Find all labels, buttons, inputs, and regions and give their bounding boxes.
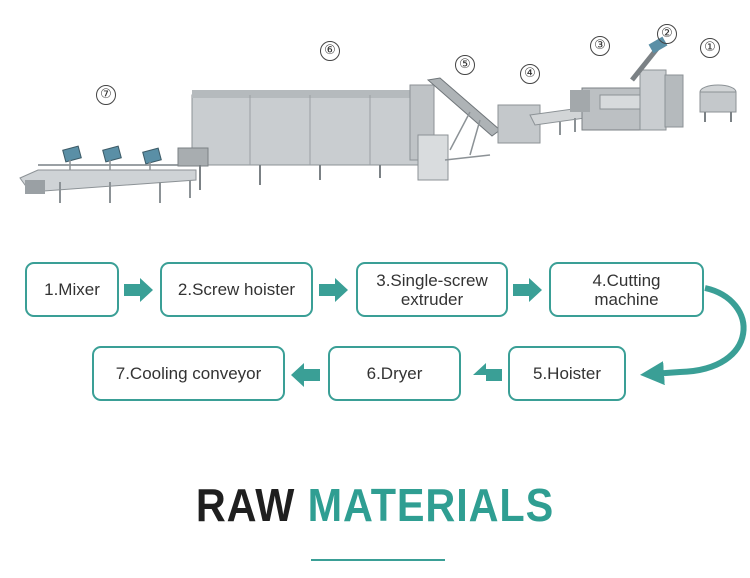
section-title: RAW MATERIALS bbox=[38, 478, 713, 532]
machine-number-5: ⑤ bbox=[455, 55, 475, 75]
step-screw-hoister: 2.Screw hoister bbox=[160, 262, 313, 317]
machine-number-1: ① bbox=[700, 38, 720, 58]
flow-arrow-left bbox=[291, 363, 320, 387]
machine-number-7: ⑦ bbox=[96, 85, 116, 105]
step-label: 4.Cutting machine bbox=[592, 270, 661, 309]
flow-arrow-left bbox=[473, 363, 502, 381]
flow-arrow-right bbox=[513, 278, 542, 302]
step-label: 5.Hoister bbox=[532, 364, 602, 383]
flow-arrow-right bbox=[124, 278, 153, 302]
flow-arrow-curve bbox=[640, 285, 747, 386]
flow-arrow-right bbox=[319, 278, 348, 302]
cooling-conveyor-machine bbox=[19, 145, 197, 203]
step-label: 3.Single-screw extruder bbox=[376, 270, 488, 309]
step-cooling-conveyor: 7.Cooling conveyor bbox=[92, 346, 285, 401]
step-label: 7.Cooling conveyor bbox=[115, 364, 262, 383]
machine-number-4: ④ bbox=[520, 64, 540, 84]
step-mixer: 1.Mixer bbox=[25, 262, 119, 317]
step-dryer: 6.Dryer bbox=[328, 346, 461, 401]
mixer-machine bbox=[699, 84, 737, 122]
title-word-raw: RAW bbox=[195, 479, 296, 531]
production-line-illustration bbox=[19, 36, 737, 203]
machine-number-3: ③ bbox=[590, 36, 610, 56]
title-underline bbox=[311, 559, 445, 561]
title-word-materials: MATERIALS bbox=[307, 479, 555, 531]
step-single-screw-extruder: 3.Single-screw extruder bbox=[356, 262, 508, 317]
extruder-machine bbox=[570, 69, 684, 131]
machine-number-2: ② bbox=[657, 24, 677, 44]
step-label: 1.Mixer bbox=[44, 280, 100, 299]
step-label: 6.Dryer bbox=[366, 364, 423, 383]
cutting-machine bbox=[497, 104, 586, 144]
step-cutting-machine: 4.Cutting machine bbox=[549, 262, 704, 317]
step-hoister: 5.Hoister bbox=[508, 346, 626, 401]
dryer-machine bbox=[177, 84, 449, 190]
process-flow-arrows bbox=[124, 278, 747, 387]
step-label: 2.Screw hoister bbox=[177, 280, 296, 299]
machine-number-6: ⑥ bbox=[320, 41, 340, 61]
